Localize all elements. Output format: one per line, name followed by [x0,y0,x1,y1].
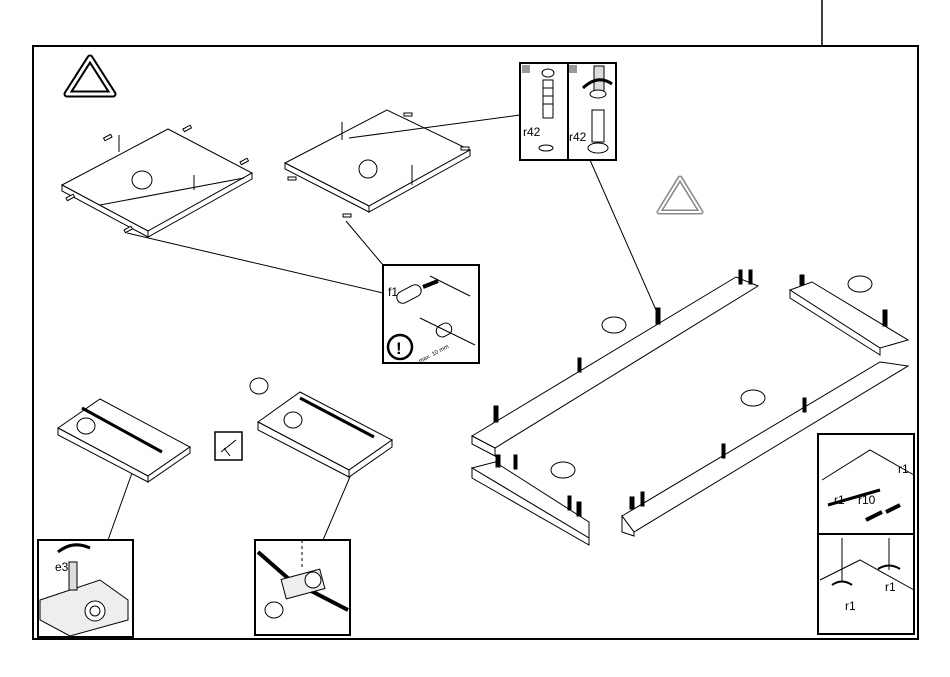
r42-callout: r42 r42 [520,63,616,160]
panel-top-center [285,110,470,217]
hinge-callout [255,540,350,635]
warning-triangle-small-icon [659,178,701,212]
r42-left-label: r42 [523,125,541,139]
exclamation-icon: ! [388,335,412,359]
f1-label: f1 [388,285,398,299]
f1-callout: f1 ! max. 10 mm [383,265,479,365]
r10-label: r10 [858,493,876,507]
r42-right-label: r42 [569,130,587,144]
r1-bottom-center-label: r1 [845,599,856,613]
frame-panel-back [790,276,908,355]
warning-triangle-icon [67,58,113,94]
svg-text:!: ! [396,339,402,358]
frame-panel-left [472,277,758,456]
r1-bottom-right-label: r1 [885,580,896,594]
panel-bottom-left [58,399,190,482]
panel-bottom-center [250,378,392,477]
hardware-bag-icon [215,432,242,460]
r1-r10-callout: r1 r1 r10 r1 r1 [818,434,914,634]
e3-callout: e3 [38,540,133,637]
r1-mid-label: r1 [834,493,845,507]
e3-label: e3 [55,560,69,574]
r1-top-label: r1 [898,462,909,476]
panel-top-left [62,125,252,237]
